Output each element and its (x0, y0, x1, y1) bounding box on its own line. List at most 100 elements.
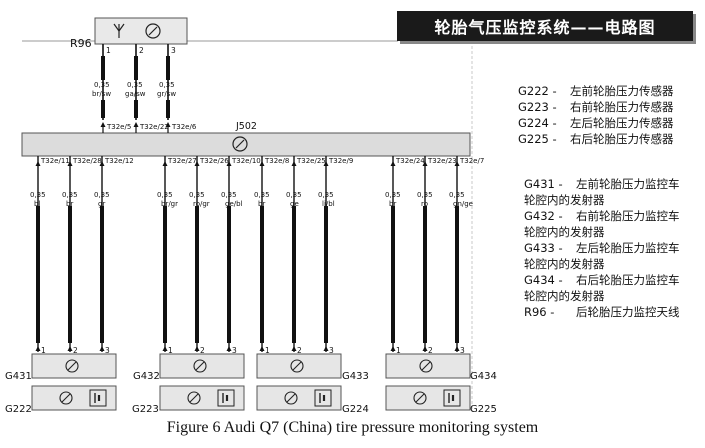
transmitter-label: G433 (342, 371, 369, 382)
connector-label: T32e/10 (231, 157, 261, 165)
connector-label: T32e/9 (328, 157, 353, 165)
connector-arrow (162, 161, 168, 166)
pin-arrow (422, 346, 428, 351)
legend-desc-continued: 轮腔内的发射器 (524, 225, 605, 239)
r96-wire-gauge: 0,35 (159, 81, 175, 89)
sensor-label: G224 (342, 404, 369, 415)
wire-gauge: 0,35 (221, 191, 237, 199)
connector-label: T32e/26 (199, 157, 229, 165)
legend-code: G223 - (518, 100, 557, 114)
pin-label: 1 (396, 346, 401, 355)
connector-arrow (226, 161, 232, 166)
wire-color: gr (98, 200, 105, 208)
figure-caption: Figure 6 Audi Q7 (China) tire pressure m… (166, 419, 539, 436)
pin-arrow (194, 346, 200, 351)
wire-gauge: 0,35 (189, 191, 205, 199)
legend-item: G433 -左后轮胎压力监控车 (524, 240, 680, 256)
pin-arrow (454, 346, 460, 351)
legend-desc: 左前轮胎压力传感器 (570, 84, 674, 98)
sensor-label: G222 (5, 404, 32, 415)
pin-arrow (291, 346, 297, 351)
connector-arrow (99, 161, 105, 166)
connector-arrow (323, 161, 329, 166)
sensor-icon (284, 391, 298, 405)
connector-label: T32e/25 (296, 157, 326, 165)
connector-label: T32e/23 (427, 157, 457, 165)
legend-item: G224 -左后轮胎压力传感器 (518, 115, 674, 131)
wire-color: ge (290, 200, 299, 208)
legend-item: G431 -左前轮胎压力监控车 (524, 176, 680, 192)
legend-code: G222 - (518, 84, 557, 98)
legend-code: G433 - (524, 241, 563, 255)
pin-label: 2 (73, 346, 78, 355)
r96-pin-label: 1 (106, 46, 111, 55)
transmitter-label: G432 (133, 371, 160, 382)
wire-color: ro/gr (193, 200, 210, 208)
connector-label: T32e/24 (395, 157, 425, 165)
legend-item: G432 -右前轮胎压力监控车 (524, 208, 680, 224)
sensor-icon-slash (415, 393, 425, 403)
wire-gauge: 0,35 (62, 191, 78, 199)
wire-color: br (389, 200, 396, 208)
sensor-icon-slash (189, 393, 199, 403)
legend-code: G432 - (524, 209, 563, 223)
pin-label: 3 (105, 346, 110, 355)
r96-connector-arrow (133, 122, 139, 127)
pin-label: 3 (460, 346, 465, 355)
legend-code: G431 - (524, 177, 563, 191)
legend-desc-continued: 轮腔内的发射器 (524, 257, 605, 271)
wire-color: br (258, 200, 265, 208)
pin-arrow (99, 346, 105, 351)
legend-item: G434 -右后轮胎压力监控车 (524, 272, 680, 288)
transmitter-label: G431 (5, 371, 32, 382)
wire-gauge: 0,35 (449, 191, 465, 199)
wire-color: br (66, 200, 73, 208)
pin-label: 2 (200, 346, 205, 355)
legend-desc-continued: 轮腔内的发射器 (524, 289, 605, 303)
r96-wire-color: ga/sw (125, 90, 146, 98)
legend-desc: 右后轮胎压力监控车 (576, 273, 680, 287)
connector-arrow (35, 161, 41, 166)
legend-item: G222 - 左前轮胎压力传感器 (518, 83, 674, 99)
connector-arrow (67, 161, 73, 166)
transmitter-box (159, 353, 245, 379)
pin-arrow (67, 346, 73, 351)
legend-desc: 后轮胎压力监控天线 (576, 305, 680, 319)
connector-label: T32e/11 (40, 157, 70, 165)
legend-item: G223 - 右前轮胎压力传感器 (518, 99, 674, 115)
transmitter-icon (419, 359, 433, 373)
transmitter-icon (290, 359, 304, 373)
sensor-icon-slash (286, 393, 296, 403)
r96-connector-label: T32e/5 (106, 123, 131, 131)
r96-wire-color: gr/sw (157, 90, 176, 98)
legend-desc: 右前轮胎压力传感器 (570, 100, 674, 114)
connector-arrow (259, 161, 265, 166)
pin-arrow (226, 346, 232, 351)
pin-label: 3 (232, 346, 237, 355)
sensor-label: G223 (132, 404, 159, 415)
sensor-icon (59, 391, 73, 405)
connector-label: T32e/12 (104, 157, 134, 165)
r96-connector-label: T32e/6 (171, 123, 197, 131)
pin-arrow (162, 346, 168, 351)
sensor-label: G225 (470, 404, 497, 415)
r96-connector-arrow (100, 122, 106, 127)
connector-label: T32e/27 (167, 157, 197, 165)
transmitter-icon (65, 359, 79, 373)
connector-arrow (454, 161, 460, 166)
transmitter-icon-slash (67, 361, 77, 371)
legend-desc: 右后轮胎压力传感器 (570, 132, 674, 146)
legend-code: G225 - (518, 132, 557, 146)
wire-gauge: 0,35 (385, 191, 401, 199)
r96-connector-arrow (165, 122, 171, 127)
transmitter-icon (193, 359, 207, 373)
connector-arrow (291, 161, 297, 166)
legend-desc: 左后轮胎压力传感器 (570, 116, 674, 130)
pin-arrow (323, 346, 329, 351)
battery-frame-icon (217, 389, 235, 407)
pin-label: 2 (428, 346, 433, 355)
r96-control-icon (145, 23, 161, 39)
battery-frame-icon (89, 389, 107, 407)
transmitter-box (31, 353, 117, 379)
